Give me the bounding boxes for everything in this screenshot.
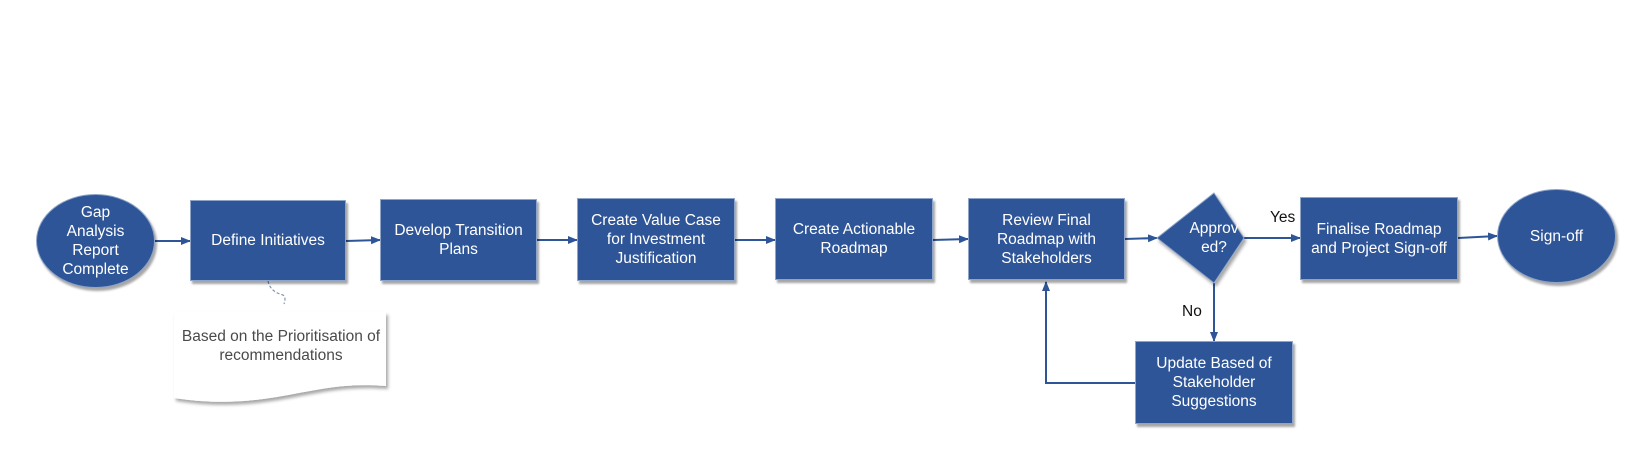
yes-label: Yes: [1270, 209, 1296, 226]
finalise-roadmap-node: Finalise Roadmap and Project Sign-off: [1300, 197, 1458, 280]
create-value-case-node: Create Value Case for Investment Justifi…: [577, 198, 735, 281]
no-label: No: [1182, 303, 1202, 320]
decision-diamond: [1156, 192, 1245, 284]
start-node: Gap Analysis Report Complete: [36, 194, 155, 288]
arrow-roadmap-to-review: [932, 235, 969, 244]
arrow-define-to-transition: [345, 236, 381, 245]
note-callout-connector: [267, 280, 286, 305]
develop-transition-plans-node: Develop Transition Plans: [380, 199, 537, 281]
define-initiatives-node: Define Initiatives: [190, 200, 346, 281]
create-actionable-roadmap-node: Create Actionable Roadmap: [775, 198, 933, 280]
arrow-update-to-review-loop: [1042, 281, 1135, 384]
prioritisation-note: Based on the Prioritisation of recommend…: [181, 328, 381, 364]
signoff-node: Sign-off: [1497, 189, 1616, 283]
update-stakeholder-suggestions-node: Update Based of Stakeholder Suggestions: [1135, 341, 1293, 424]
arrow-finalise-to-signoff: [1457, 232, 1498, 241]
decision-label: Approv ed?: [1189, 220, 1239, 256]
review-final-roadmap-node: Review Final Roadmap with Stakeholders: [968, 198, 1125, 280]
arrow-review-to-decision: [1124, 234, 1158, 243]
note-callout-shape: [174, 312, 386, 402]
